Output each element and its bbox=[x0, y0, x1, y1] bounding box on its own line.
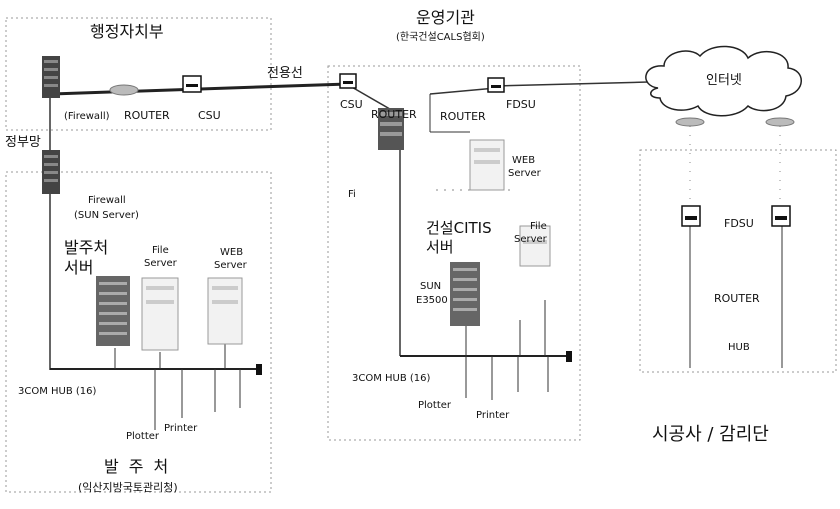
left-router-label: ROUTER bbox=[124, 110, 170, 121]
ministry-title: 행정자치부 bbox=[90, 24, 164, 40]
left-file-server-label-1: File bbox=[152, 246, 169, 256]
right-hub-label: HUB bbox=[728, 343, 750, 353]
router-left bbox=[110, 85, 138, 95]
center-web-server-label-1: WEB bbox=[512, 156, 535, 166]
boundary-contractor bbox=[640, 150, 836, 372]
sun-label: SUN bbox=[420, 282, 441, 292]
operator-subtitle: (한국건설CALS협회) bbox=[396, 33, 485, 43]
router-link bbox=[430, 88, 496, 94]
ordering-office-title: 발주처 bbox=[104, 459, 178, 475]
left-file-server-label-2: Server bbox=[144, 259, 177, 269]
internet-label: 인터넷 bbox=[706, 74, 742, 87]
ordering-server-title-2: 서버 bbox=[64, 260, 93, 276]
router-right-2 bbox=[766, 118, 794, 126]
e3500-label: E3500 bbox=[416, 296, 448, 306]
left-csu-label: CSU bbox=[198, 110, 221, 121]
internet-link bbox=[496, 82, 648, 86]
citis-sun-server-device bbox=[450, 262, 480, 326]
csu-left-device bbox=[183, 76, 201, 92]
ordering-office-subtitle: (익산지방국토관리청) bbox=[78, 482, 178, 493]
center-file-server-label-2: Server bbox=[514, 235, 547, 245]
center-printer-label: Printer bbox=[476, 411, 509, 421]
left-file-server-device bbox=[142, 278, 178, 350]
left-web-server-label-1: WEB bbox=[220, 248, 243, 258]
center-file-server-label-1: File bbox=[530, 222, 547, 232]
ordering-server-title-1: 발주처 bbox=[64, 240, 108, 256]
citis-title-2: 서버 bbox=[426, 240, 454, 255]
sun-server-label: (SUN Server) bbox=[74, 211, 139, 221]
center-hub-label: 3COM HUB (16) bbox=[352, 374, 430, 384]
firewall2-label: Firewall bbox=[88, 196, 126, 206]
citis-title-1: 건설CITIS bbox=[426, 221, 492, 236]
csu-center-device bbox=[340, 74, 356, 88]
fdsu-right-device-1 bbox=[682, 206, 700, 226]
contractor-title: 시공사 / 감리단 bbox=[652, 426, 769, 444]
ordering-server-device bbox=[96, 276, 130, 346]
left-web-server-device bbox=[208, 278, 242, 344]
right-router-label: ROUTER bbox=[714, 293, 760, 304]
left-web-server-label-2: Server bbox=[214, 261, 247, 271]
firewall-bottom-device bbox=[42, 150, 60, 194]
center-router-b-label: ROUTER bbox=[440, 111, 486, 122]
center-csu-label: CSU bbox=[340, 99, 363, 110]
left-plotter-label: Plotter bbox=[126, 432, 159, 442]
left-firewall-label: (Firewall) bbox=[64, 112, 110, 122]
left-hub-end bbox=[256, 364, 262, 375]
gov-net-label: 정부망 bbox=[5, 136, 41, 149]
operator-title: 운영기관 bbox=[416, 10, 475, 26]
center-web-server-label-2: Server bbox=[508, 169, 541, 179]
leased-line-label: 전용선 bbox=[267, 67, 303, 80]
left-printer-label: Printer bbox=[164, 424, 197, 434]
left-hub-label: 3COM HUB (16) bbox=[18, 387, 96, 397]
right-fdsu-label: FDSU bbox=[724, 218, 754, 229]
center-plotter-label: Plotter bbox=[418, 401, 451, 411]
firewall-top-device bbox=[42, 56, 60, 98]
center-hub-end bbox=[566, 351, 572, 362]
center-file-server-device bbox=[520, 226, 550, 266]
center-fi-label: Fi bbox=[348, 190, 356, 200]
center-web-server-device bbox=[470, 140, 504, 190]
router-right-1 bbox=[676, 118, 704, 126]
fdsu-right-device-2 bbox=[772, 206, 790, 226]
fdsu-center-device bbox=[488, 78, 504, 92]
center-router-a-label: ROUTER bbox=[371, 109, 417, 120]
center-fdsu-label: FDSU bbox=[506, 99, 536, 110]
